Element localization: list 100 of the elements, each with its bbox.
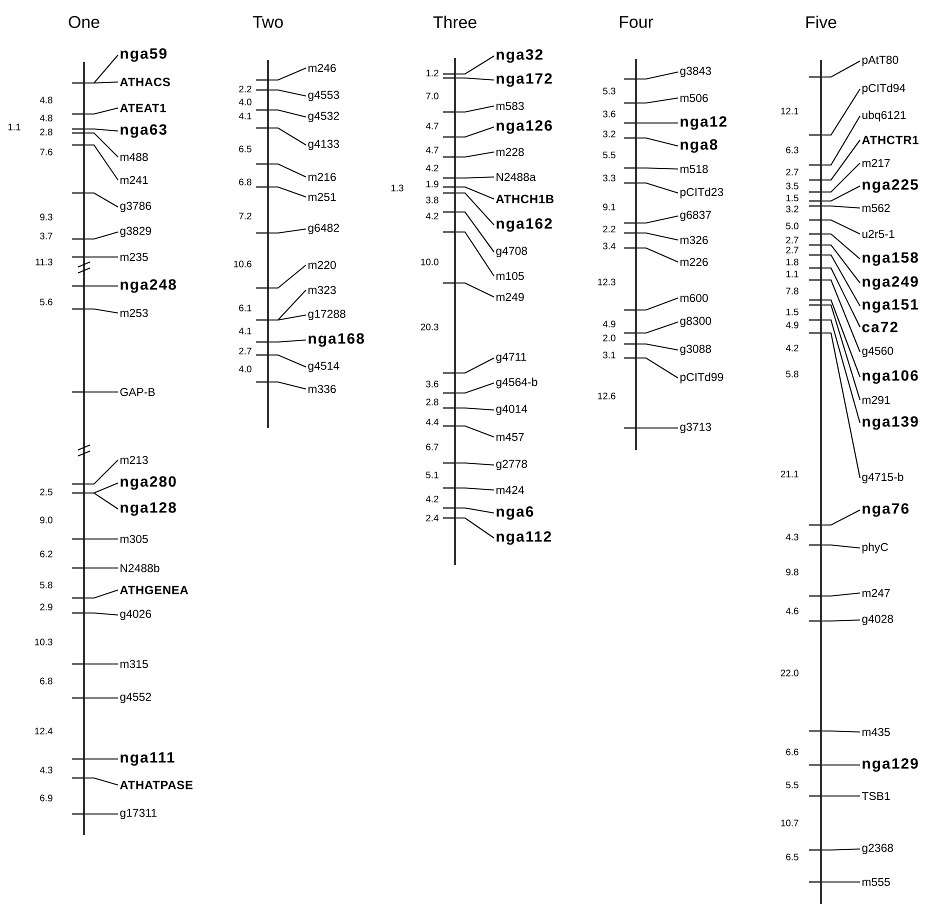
marker-label: nga249 [862,276,918,290]
leader-line [269,186,306,198]
distance-label: 20.3 [420,324,438,330]
marker-label: g3843 [680,66,712,78]
marker-label: N2488b [120,564,160,572]
distance-label: 6.3 [786,146,798,154]
marker-label: nga280 [120,476,176,490]
leader-line [85,567,118,569]
leader-line [85,492,118,510]
distance-label: 3.2 [603,130,616,138]
leader-line [85,697,118,699]
leader-line [456,151,494,158]
marker-label: nga111 [120,752,174,766]
distance-label: 3.2 [786,206,798,212]
distance-label: 7.0 [426,92,438,100]
chromosome-title: Four [620,16,654,28]
marker-label: nga112 [496,531,551,545]
marker-label: g6482 [308,224,339,234]
marker-label: g4715-b [862,472,904,484]
leader-line [822,764,860,766]
marker-label: g4564-b [496,378,538,388]
marker-label: m518 [680,164,708,174]
leader-line [85,391,118,393]
distance-label: 6.8 [40,678,52,684]
leader-line [269,228,306,234]
distance-label: 2.4 [426,514,439,522]
marker-label: ATHATPASE [120,780,192,790]
distance-label: 12.3 [598,278,616,286]
distance-label: 3.3 [603,174,616,182]
distance-label: 10.7 [781,820,798,826]
marker-label: g4711 [496,352,526,364]
marker-label: nga172 [496,73,552,87]
distance-label: 10.0 [421,258,438,266]
marker-label: pCITd94 [862,84,906,94]
marker-label: m291 [862,396,890,404]
distance-label: 1.3 [391,184,404,192]
marker-label: g4514 [308,362,340,372]
leader-line [822,244,860,284]
distance-label: 9.8 [786,568,798,576]
leader-line [85,81,118,84]
leader-line [456,231,494,276]
distance-label: 4.9 [786,322,798,328]
distance-label: 3.1 [603,352,616,358]
leader-line [85,256,118,258]
marker-label: pCITd23 [680,188,724,198]
leader-line [456,176,494,179]
distance-label: 9.0 [40,516,52,524]
marker-label: ATHCTR1 [862,136,918,144]
leader-line [822,848,860,851]
marker-label: pAtT80 [862,56,898,66]
distance-label: 12.6 [598,392,616,400]
distance-label: 5.1 [426,472,438,478]
distance-label: 4.3 [40,766,52,774]
marker-label: g4532 [308,112,339,122]
distance-label: 7.6 [40,148,52,156]
marker-label: g3786 [120,202,152,212]
marker-label: ATHGENEA [120,586,188,594]
distance-label: 3.7 [40,232,52,240]
distance-label: 5.6 [40,298,52,306]
distance-label: 2.7 [786,236,798,244]
leader-line [822,233,860,260]
marker-label: m249 [496,292,524,302]
leader-line [637,232,678,241]
leader-line [822,186,860,202]
marker-label: g17288 [308,310,346,320]
distance-label: 4.2 [426,496,438,502]
marker-label: nga225 [862,179,918,193]
distance-label: 1.1 [786,270,798,278]
marker-label: nga126 [496,120,552,134]
marker-label: m506 [680,94,708,102]
distance-label: 1.1 [8,124,20,130]
distance-label: 3.6 [426,380,438,388]
distance-label: 3.8 [426,196,438,204]
distance-label: 6.9 [40,794,52,802]
marker-label: m235 [120,252,148,262]
chromosome-title: Three [433,16,476,28]
leader-line [456,77,494,81]
distance-label: 6.7 [426,444,438,450]
leader-line [822,279,861,352]
leader-line [822,254,860,306]
marker-label: nga59 [120,48,166,62]
distance-label: 4.3 [786,534,798,540]
marker-label: GAP-B [120,388,155,396]
marker-label: N2488a [496,172,536,182]
distance-label: 5.8 [786,370,798,378]
leader-line [85,538,118,540]
leader-line [637,427,678,429]
marker-label: m305 [120,534,148,544]
leader-line [85,813,118,815]
leader-line [85,777,118,786]
leader-line [637,297,678,311]
leader-line [822,205,860,209]
leader-line [456,517,494,538]
distance-label: 4.0 [238,366,252,372]
marker-label: m583 [496,102,524,110]
marker-label: g4014 [496,404,528,416]
distance-label: 5.0 [786,222,798,230]
distance-label: 2.9 [40,604,52,610]
leader-line [456,382,494,394]
distance-label: 6.1 [239,304,252,312]
